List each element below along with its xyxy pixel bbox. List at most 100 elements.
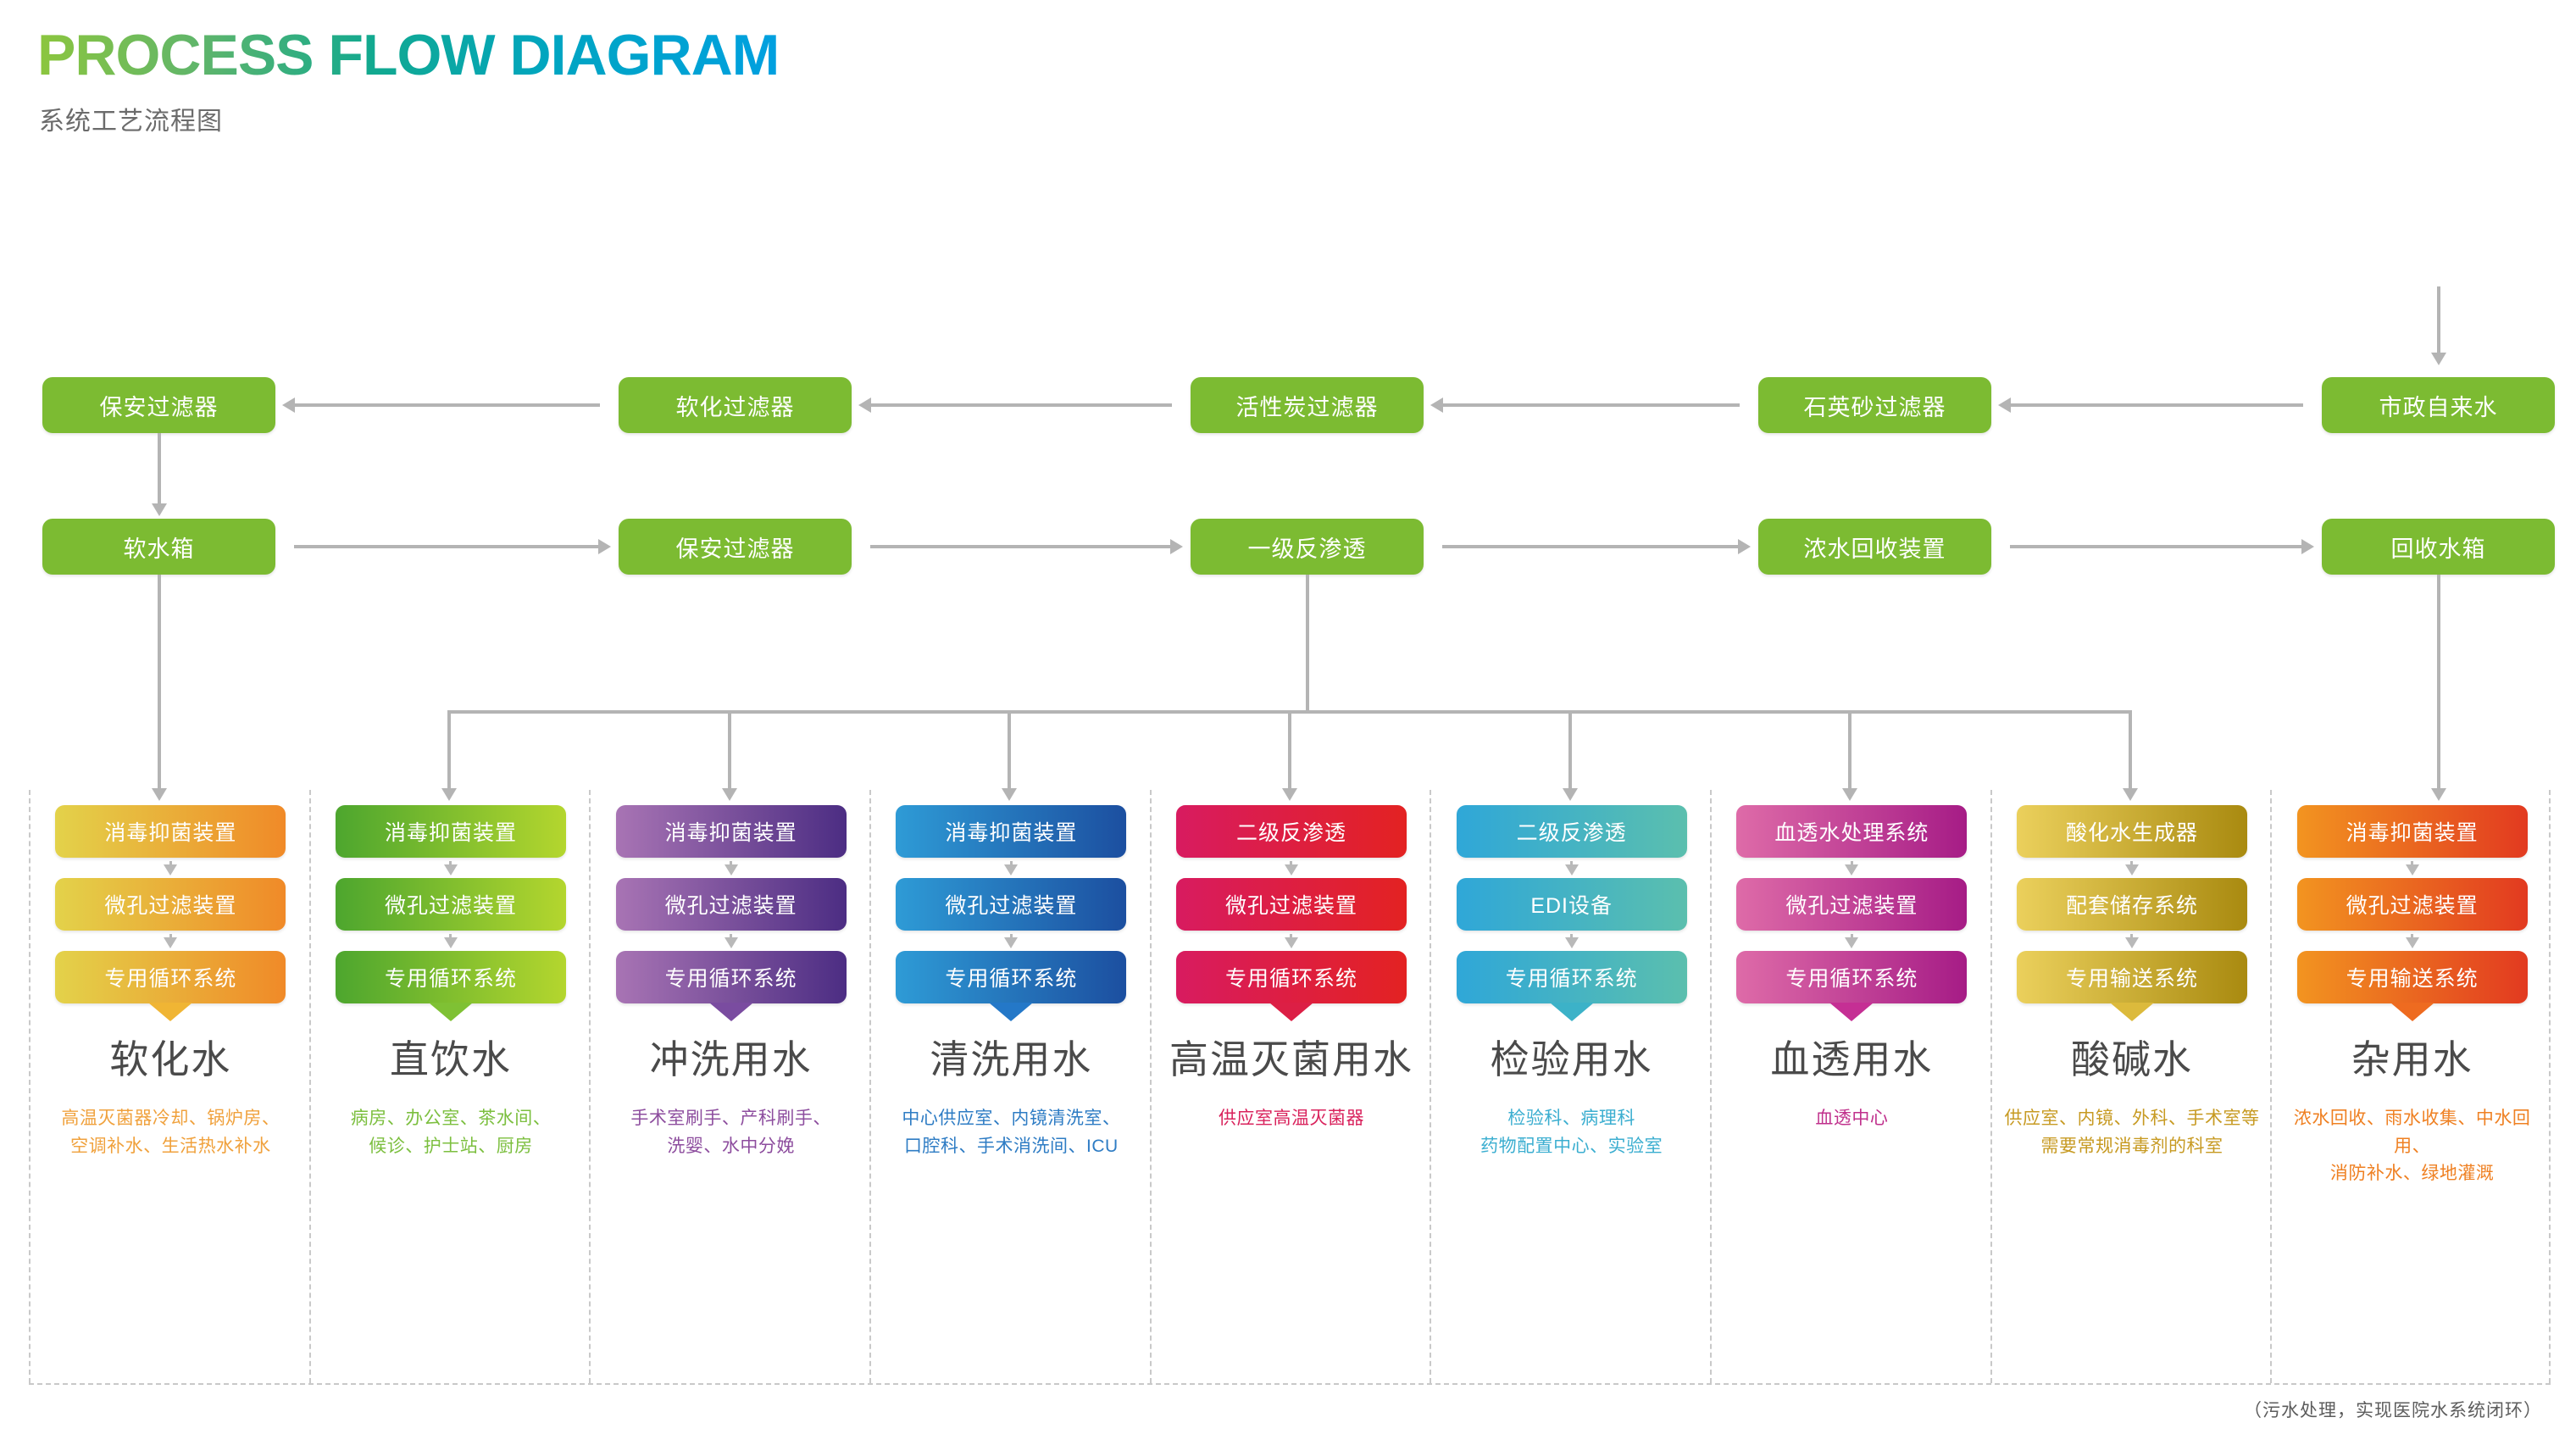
pretreat-row2-box-2[interactable]: 一级反渗透 (1191, 519, 1424, 575)
page-subtitle: 系统工艺流程图 (39, 108, 223, 136)
column-cleaning-water-notch (989, 1003, 1034, 1021)
feed-drop-arrow-col-6 (1842, 788, 1858, 801)
row2-connector-3 (2010, 545, 2303, 548)
column-hemodialysis-water-step-0[interactable]: 血透水处理系统 (1736, 805, 1968, 858)
feed-drop-arrow-col-5 (1562, 788, 1578, 801)
row1-connector-0 (294, 403, 600, 407)
column-flushing-water: 消毒抑菌装置微孔过滤装置专用循环系统冲洗用水手术室刷手、产科刷手、洗婴、水中分娩 (589, 790, 869, 1383)
footnote: （污水处理，实现医院水系统闭环） (2244, 1401, 2542, 1420)
column-high-temp-sterilization-water-step-1[interactable]: 微孔过滤装置 (1175, 878, 1407, 931)
row2-arrow-right-1 (1170, 539, 1183, 554)
column-hemodialysis-water-step-1[interactable]: 微孔过滤装置 (1736, 878, 1968, 931)
feed-drop-arrow-col-1 (441, 788, 457, 801)
pretreat-row1-box-2[interactable]: 活性炭过滤器 (1191, 377, 1424, 433)
feed-recycle-tank-line (2436, 575, 2440, 790)
column-acid-alkaline-water-step-1[interactable]: 配套储存系统 (2016, 878, 2247, 931)
columns-baseline (29, 1383, 2551, 1385)
column-acid-alkaline-water-description: 供应室、内镜、外科、手术室等需要常规消毒剂的科室 (2004, 1109, 2260, 1156)
column-flushing-water-step-2[interactable]: 专用循环系统 (615, 951, 847, 1021)
column-hemodialysis-water: 血透水处理系统微孔过滤装置专用循环系统血透用水血透中心 (1710, 790, 1990, 1383)
column-flushing-water-step-0[interactable]: 消毒抑菌装置 (615, 805, 847, 858)
row1-connector-2 (1442, 403, 1740, 407)
pretreat-row1-box-3[interactable]: 石英砂过滤器 (1758, 377, 1991, 433)
column-acid-alkaline-water-notch (2109, 1003, 2154, 1021)
column-cleaning-water-arrow-line-1 (1009, 934, 1013, 937)
pretreat-row2-box-4[interactable]: 回收水箱 (2322, 519, 2555, 575)
pretreat-row2-box-0[interactable]: 软水箱 (42, 519, 275, 575)
column-softened-water-arrow-line-1 (169, 934, 172, 937)
column-softened-water-description: 高温灭菌器冷却、锅炉房、空调补水、生活热水补水 (61, 1109, 280, 1156)
column-hemodialysis-water-arrow-head-0 (1845, 864, 1859, 875)
column-direct-drinking-water-arrow-line-1 (449, 934, 452, 937)
column-laboratory-water-arrow-head-0 (1564, 864, 1579, 875)
column-miscellaneous-water-arrow-line-1 (2411, 934, 2414, 937)
column-miscellaneous-water: 消毒抑菌装置微孔过滤装置专用输送系统杂用水浓水回收、雨水收集、中水回用、消防补水… (2270, 790, 2551, 1383)
column-cleaning-water-title: 清洗用水 (930, 1037, 1093, 1081)
row1-arrow-left-1 (858, 397, 871, 413)
column-cleaning-water: 消毒抑菌装置微孔过滤装置专用循环系统清洗用水中心供应室、内镜清洗室、口腔科、手术… (869, 790, 1150, 1383)
column-miscellaneous-water-arrow-line-0 (2411, 861, 2414, 864)
column-hemodialysis-water-step-2[interactable]: 专用循环系统 (1736, 951, 1968, 1021)
feed-drop-arrow-col-7 (2123, 788, 2138, 801)
column-softened-water-step-1[interactable]: 微孔过滤装置 (55, 878, 286, 931)
column-acid-alkaline-water-arrow-line-0 (2130, 861, 2134, 864)
column-laboratory-water-step-1[interactable]: EDI设备 (1456, 878, 1687, 931)
column-direct-drinking-water-step-1[interactable]: 微孔过滤装置 (335, 878, 566, 931)
row1-connector-1 (870, 403, 1172, 407)
feed-drop-col-1 (447, 710, 451, 790)
column-miscellaneous-water-step-1[interactable]: 微孔过滤装置 (2296, 878, 2528, 931)
page-title: PROCESS FLOW DIAGRAM (37, 23, 780, 87)
column-laboratory-water-arrow-line-0 (1570, 861, 1574, 864)
feed-drop-col-4 (1288, 710, 1291, 790)
column-direct-drinking-water-title: 直饮水 (389, 1037, 512, 1081)
column-laboratory-water-step-0[interactable]: 二级反渗透 (1456, 805, 1687, 858)
feed-drop-arrow-col-2 (721, 788, 737, 801)
column-high-temp-sterilization-water-step-2[interactable]: 专用循环系统 (1175, 951, 1407, 1021)
feed-drop-col-6 (1848, 710, 1852, 790)
column-miscellaneous-water-arrow-head-0 (2405, 864, 2419, 875)
column-laboratory-water-title: 检验用水 (1490, 1037, 1653, 1081)
column-cleaning-water-step-0[interactable]: 消毒抑菌装置 (896, 805, 1127, 858)
column-high-temp-sterilization-water-step-0[interactable]: 二级反渗透 (1175, 805, 1407, 858)
column-flushing-water-notch (708, 1003, 753, 1021)
feed-softwater-tank-arrow (151, 788, 167, 801)
column-laboratory-water-step-2[interactable]: 专用循环系统 (1456, 951, 1687, 1021)
feed-drop-col-3 (1008, 710, 1012, 790)
column-acid-alkaline-water-title: 酸碱水 (2070, 1037, 2193, 1081)
municipal-inlet-arrow (2430, 353, 2446, 365)
column-miscellaneous-water-step-0[interactable]: 消毒抑菌装置 (2296, 805, 2528, 858)
column-cleaning-water-step-1[interactable]: 微孔过滤装置 (896, 878, 1127, 931)
pretreat-row1-box-1[interactable]: 软化过滤器 (619, 377, 852, 433)
column-high-temp-sterilization-water-title: 高温灭菌用水 (1169, 1037, 1413, 1081)
row2-connector-1 (870, 545, 1172, 548)
row2-arrow-right-0 (598, 539, 611, 554)
column-softened-water: 消毒抑菌装置微孔过滤装置专用循环系统软化水高温灭菌器冷却、锅炉房、空调补水、生活… (29, 790, 309, 1383)
column-cleaning-water-arrow-line-0 (1009, 861, 1013, 864)
row1-arrow-left-2 (1430, 397, 1443, 413)
row1-connector-3 (2010, 403, 2303, 407)
pretreat-row1-box-4[interactable]: 市政自来水 (2322, 377, 2555, 433)
column-miscellaneous-water-step-2[interactable]: 专用输送系统 (2296, 951, 2528, 1021)
column-hemodialysis-water-arrow-line-0 (1850, 861, 1853, 864)
column-softened-water-step-0[interactable]: 消毒抑菌装置 (55, 805, 286, 858)
pretreat-row2-box-1[interactable]: 保安过滤器 (619, 519, 852, 575)
pretreat-row1-box-0[interactable]: 保安过滤器 (42, 377, 275, 433)
column-softened-water-arrow-head-1 (164, 937, 178, 948)
column-softened-water-arrow-head-0 (164, 864, 178, 875)
column-flushing-water-step-1[interactable]: 微孔过滤装置 (615, 878, 847, 931)
column-direct-drinking-water-step-0[interactable]: 消毒抑菌装置 (335, 805, 566, 858)
column-softened-water-step-2[interactable]: 专用循环系统 (55, 951, 286, 1021)
pretreat-row2-box-3[interactable]: 浓水回收装置 (1758, 519, 1991, 575)
column-acid-alkaline-water-step-2[interactable]: 专用输送系统 (2016, 951, 2247, 1021)
column-laboratory-water-arrow-line-1 (1570, 934, 1574, 937)
column-cleaning-water-step-2[interactable]: 专用循环系统 (896, 951, 1127, 1021)
row2-connector-0 (294, 545, 600, 548)
column-acid-alkaline-water-step-0[interactable]: 酸化水生成器 (2016, 805, 2247, 858)
column-hemodialysis-water-title: 血透用水 (1770, 1037, 1934, 1081)
row1-arrow-left-3 (1998, 397, 2011, 413)
feed-softwater-tank-line (157, 575, 161, 790)
column-direct-drinking-water-step-2[interactable]: 专用循环系统 (335, 951, 566, 1021)
column-laboratory-water-description: 检验科、病理科药物配置中心、实验室 (1480, 1109, 1663, 1156)
column-high-temp-sterilization-water: 二级反渗透微孔过滤装置专用循环系统高温灭菌用水供应室高温灭菌器 (1149, 790, 1430, 1383)
